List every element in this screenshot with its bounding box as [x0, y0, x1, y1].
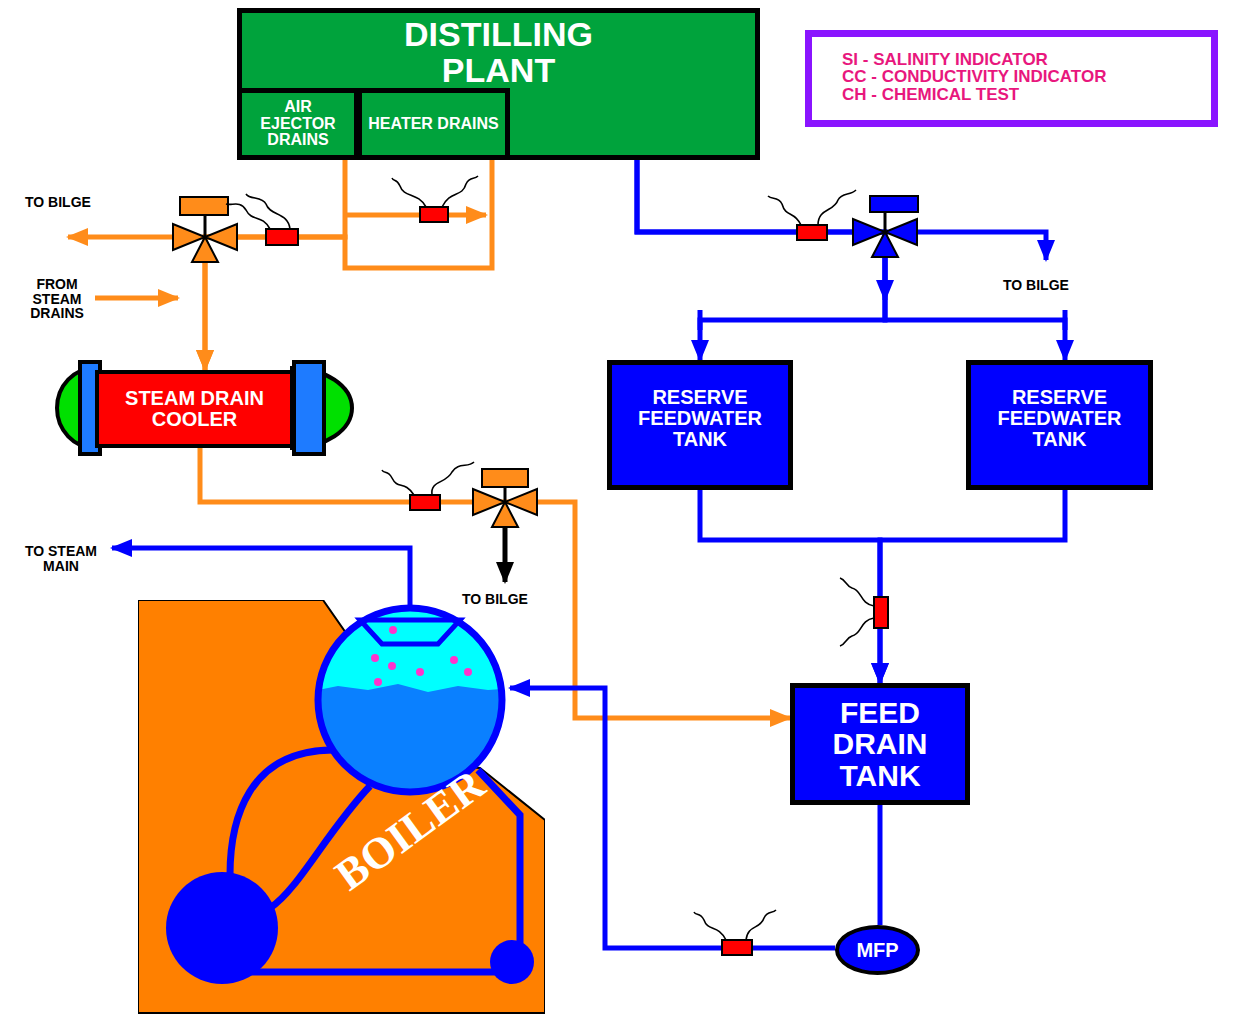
- pipe-connector: [205, 160, 492, 370]
- node-label: RESERVE FEEDWATER TANK: [977, 387, 1142, 450]
- flow-label: TO STEAM MAIN: [8, 544, 114, 573]
- three-way-valve: [473, 469, 537, 527]
- node-label: RESERVE FEEDWATER TANK: [618, 387, 782, 450]
- cooler-heads: [57, 362, 352, 454]
- drain-lines: [68, 215, 486, 298]
- node-label: DISTILLING PLANT: [349, 17, 649, 88]
- bilge-arrow: [503, 528, 508, 582]
- pipe-connector: [700, 490, 880, 683]
- cooler-box: STEAM DRAIN COOLER: [95, 370, 294, 448]
- key-entry: CC - CONDUCTIVITY INDICATOR: [842, 68, 1106, 85]
- pipe-connector: [205, 160, 345, 370]
- key-entry: CH - CHEMICAL TEST: [842, 86, 1019, 103]
- node-label: HEATER DRAINS: [368, 116, 498, 133]
- tank-box: FEED DRAIN TANK: [790, 683, 970, 805]
- node-label: FEED DRAIN TANK: [801, 697, 959, 792]
- drain-box: AIR EJECTOR DRAINS: [237, 88, 359, 160]
- tank-box: RESERVE FEEDWATER TANK: [607, 360, 793, 490]
- three-way-valve: [853, 196, 918, 257]
- flow-label: TO BILGE: [1003, 278, 1069, 293]
- key-entry: SI - SALINITY INDICATOR: [842, 51, 1048, 68]
- pipe-connector: [510, 688, 835, 948]
- pump-ellipse: MFP: [835, 925, 920, 975]
- boiler-shape: BOILER: [138, 600, 545, 1015]
- flow-label: TO BILGE: [25, 195, 91, 210]
- three-way-valve: [173, 197, 237, 262]
- flow-label: FROM STEAM DRAINS: [24, 277, 90, 321]
- node-label: STEAM DRAIN COOLER: [105, 388, 284, 430]
- tank-box: RESERVE FEEDWATER TANK: [966, 360, 1153, 490]
- pipe-connector: [637, 160, 885, 360]
- node-label: AIR EJECTOR DRAINS: [248, 99, 348, 149]
- split-bar: [700, 310, 1065, 330]
- flow-label: TO BILGE: [462, 592, 528, 607]
- pipe-connector: [878, 805, 883, 925]
- pipe-connector: [637, 160, 1065, 360]
- key-box: SI - SALINITY INDICATORCC - CONDUCTIVITY…: [805, 30, 1218, 127]
- pipe-connector: [880, 490, 1065, 683]
- sensor: [266, 207, 888, 955]
- drain-box: HEATER DRAINS: [357, 88, 510, 160]
- plant-box: DISTILLING PLANTAIR EJECTOR DRAINS HEATER…: [237, 8, 760, 160]
- node-label: MFP: [856, 940, 898, 961]
